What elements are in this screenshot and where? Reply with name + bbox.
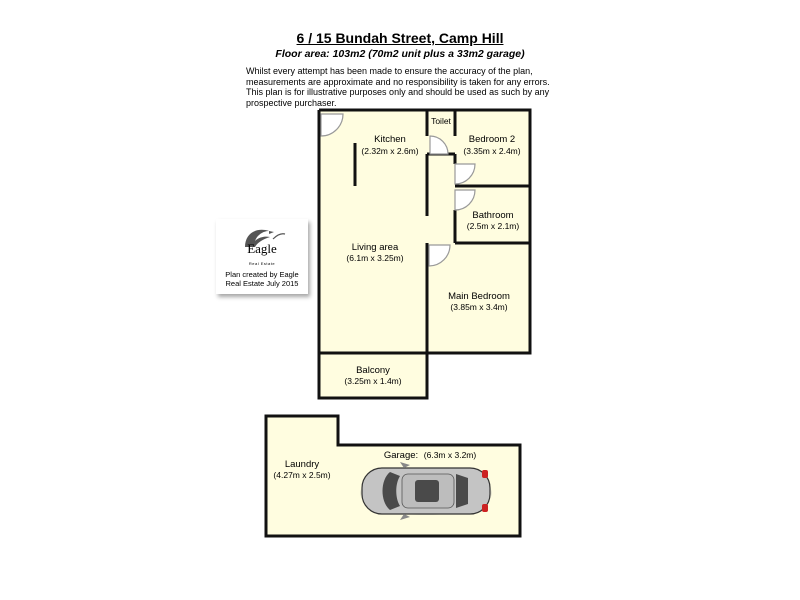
car-icon <box>360 462 492 520</box>
floor-area-subtitle: Floor area: 103m2 (70m2 unit plus a 33m2… <box>275 48 525 60</box>
plan-title: 6 / 15 Bundah Street, Camp Hill <box>296 30 504 46</box>
laundry-dims: (4.27m x 2.5m) <box>273 470 330 480</box>
car-windshield <box>382 472 400 510</box>
bathroom-dims: (2.5m x 2.1m) <box>467 221 520 231</box>
logo-subtext: Real Estate <box>248 261 276 266</box>
logo-card: Eagle Real Estate Plan created by Eagle … <box>216 219 308 294</box>
logo-brand: Eagle <box>247 241 277 256</box>
garage-dims: (6.3m x 3.2m) <box>424 450 477 460</box>
garage-label: Garage: <box>384 450 418 461</box>
kitchen-label: Kitchen <box>374 134 406 145</box>
car-sunroof <box>415 480 439 502</box>
living-area-dims: (6.1m x 3.25m) <box>346 253 403 263</box>
car-rear-window <box>456 474 468 508</box>
main-bedroom-dims: (3.85m x 3.4m) <box>450 302 507 312</box>
car-mirror-right <box>400 514 410 520</box>
bathroom-door <box>454 189 476 211</box>
bedroom2-label: Bedroom 2 <box>469 134 515 145</box>
balcony-label: Balcony <box>356 365 390 376</box>
toilet-label: Toilet <box>431 116 451 126</box>
room-labels: Kitchen (2.32m x 2.6m) Toilet Bedroom 2 … <box>273 116 520 480</box>
interior-walls <box>319 110 530 355</box>
bathroom-label: Bathroom <box>472 210 513 221</box>
main-bedroom-door <box>428 244 451 267</box>
entry-door <box>320 113 344 137</box>
toilet-door <box>429 135 449 155</box>
car-mirror-left <box>400 462 410 468</box>
logo-credit-line-2: Real Estate July 2015 <box>225 278 299 288</box>
car-tail-light-bottom <box>482 504 488 512</box>
logo-credit: Plan created by Eagle Real Estate July 2… <box>216 270 308 288</box>
garage-outline <box>264 414 522 538</box>
logo-credit-line-1: Plan created by Eagle <box>225 270 299 279</box>
car-tail-light-top <box>482 470 488 478</box>
living-area-label: Living area <box>352 242 399 253</box>
main-bedroom-label: Main Bedroom <box>448 291 510 302</box>
eagle-logo-icon <box>245 229 286 247</box>
balcony-dims: (3.25m x 1.4m) <box>344 376 401 386</box>
laundry-label: Laundry <box>285 459 320 470</box>
kitchen-dims: (2.32m x 2.6m) <box>361 146 418 156</box>
balcony-floor <box>319 353 427 398</box>
bedroom2-dims: (3.35m x 2.4m) <box>463 146 520 156</box>
disclaimer-text: Whilst every attempt has been made to en… <box>246 66 550 108</box>
bedroom2-door <box>454 163 476 185</box>
doors <box>320 113 476 267</box>
